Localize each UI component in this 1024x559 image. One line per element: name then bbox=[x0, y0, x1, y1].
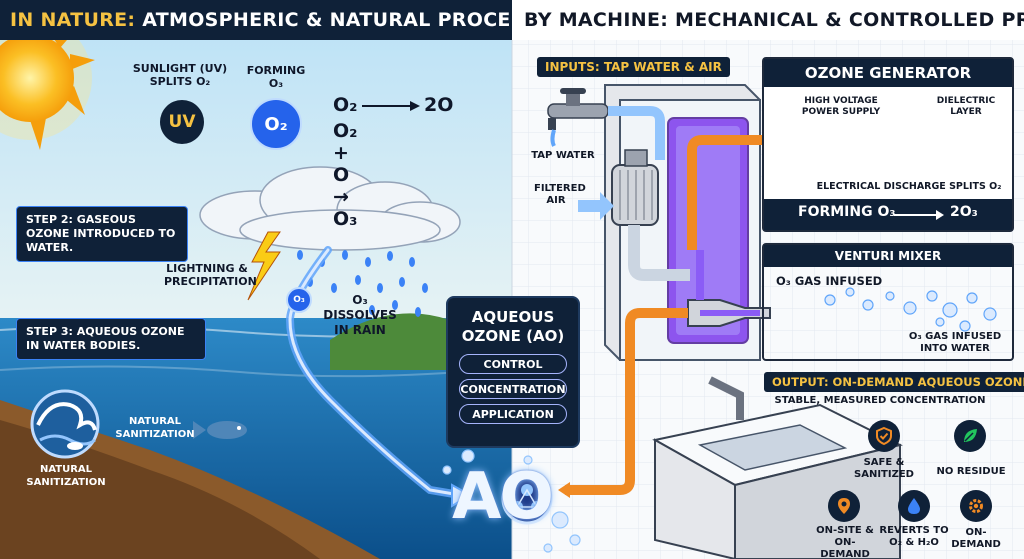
ao-title-line1: AQUEOUS bbox=[471, 308, 555, 326]
shield-check-icon bbox=[868, 420, 900, 452]
feature-reverts-label: REVERTS TO O₂ & H₂O bbox=[879, 525, 949, 548]
left-header-accent: IN NATURE: bbox=[10, 9, 136, 31]
forming-o3-left: FORMING O₃ bbox=[798, 204, 896, 220]
lightning-label: LIGHTNING & PRECIPITATION bbox=[164, 262, 257, 288]
filter-icon bbox=[611, 149, 659, 226]
sunlight-label-line2: SPLITS O₂ bbox=[149, 75, 211, 88]
dissolves-label: O₃ DISSOLVES IN RAIN bbox=[323, 293, 397, 337]
feature-no-residue-label: NO RESIDUE bbox=[936, 466, 1006, 477]
uv-symbol: UV bbox=[160, 100, 204, 144]
ao-title-line2: OZONE (AO) bbox=[461, 327, 565, 345]
sink bbox=[652, 376, 903, 559]
output-badge: OUTPUT: ON-DEMAND AQUEOUS OZONE bbox=[764, 372, 1024, 392]
forming-o3-right: 2O₃ bbox=[950, 204, 978, 220]
fish-icon bbox=[193, 421, 247, 439]
o3-into-water-label: O₃ GAS INFUSED INTO WATER bbox=[908, 331, 1002, 354]
o2-symbol: O₂ bbox=[250, 98, 302, 150]
forming-arrow-icon bbox=[894, 210, 944, 220]
lightning-bolt bbox=[247, 231, 281, 301]
forming-strip bbox=[764, 199, 1012, 230]
storm-cloud bbox=[199, 166, 461, 251]
water-drop-icon bbox=[898, 490, 930, 522]
ozone-generator-panel: OZONE GENERATOR HIGH VOLTAGE POWER SUPPL… bbox=[762, 57, 1014, 232]
bubbles bbox=[824, 287, 997, 332]
discharge-label: ELECTRICAL DISCHARGE SPLITS O₂ bbox=[816, 181, 1002, 192]
fish-sanitization-label: NATURAL SANITIZATION bbox=[115, 416, 195, 440]
forming-label-line1: FORMING bbox=[246, 64, 306, 77]
step2-box: STEP 2: GASEOUS OZONE INTRODUCED TO WATE… bbox=[16, 206, 188, 262]
formula-split-left: O₂ bbox=[333, 94, 358, 116]
inputs-badge: INPUTS: TAP WATER & AIR bbox=[537, 57, 730, 77]
gear-icon bbox=[960, 490, 992, 522]
ao-pill-concentration: CONCENTRATION bbox=[459, 379, 567, 399]
feature-safe-label: SAFE & SANITIZED bbox=[854, 457, 914, 480]
big-ao-label: AO bbox=[452, 460, 554, 534]
sunlight-label: SUNLIGHT (UV)SPLITS O₂ bbox=[130, 62, 230, 88]
left-header-text: ATMOSPHERIC & NATURAL PROCESS bbox=[135, 9, 538, 31]
leaf-icon bbox=[954, 420, 986, 452]
wave-circle-icon bbox=[30, 389, 100, 459]
hv-supply-label: HIGH VOLTAGE POWER SUPPLY bbox=[801, 96, 881, 117]
ozone-generator-title: OZONE GENERATOR bbox=[764, 59, 1012, 87]
ao-pill-control: CONTROL bbox=[459, 354, 567, 374]
formula-split-right: 2O bbox=[424, 94, 454, 116]
right-header: BY MACHINE: MECHANICAL & CONTROLLED PROC… bbox=[512, 0, 1024, 40]
formula-arrow-icon bbox=[362, 101, 420, 111]
output-subtitle: STABLE, MEASURED CONCENTRATION bbox=[774, 395, 986, 406]
wave-sanitization-label: NATURAL SANITIZATION bbox=[26, 464, 106, 488]
feature-ondemand-label: ON-DEMAND bbox=[951, 527, 1001, 550]
venturi-mixer-title: VENTURI MIXER bbox=[764, 245, 1012, 267]
tap-water-label: TAP WATER bbox=[531, 150, 595, 161]
venturi-mixer-panel: VENTURI MIXER O₃ GAS INFUSED O₃ GAS INFU… bbox=[762, 243, 1014, 361]
dielectric-label: DIELECTRIC LAYER bbox=[936, 96, 996, 117]
o3-gas-infused-label: O₃ GAS INFUSED bbox=[776, 274, 883, 288]
location-pin-icon bbox=[828, 490, 860, 522]
ao-molecule-icon bbox=[501, 473, 553, 525]
formula-combine: O₂ + O → O₃ bbox=[333, 120, 358, 230]
feature-onsite-label: ON-SITE & ON-DEMAND bbox=[816, 525, 874, 559]
venturi-pipe bbox=[687, 299, 771, 327]
ao-pill-application: APPLICATION bbox=[459, 404, 567, 424]
step3-box: STEP 3: AQUEOUS OZONE IN WATER BODIES. bbox=[16, 318, 206, 360]
tap-icon bbox=[547, 88, 609, 147]
filtered-air-label: FILTERED AIR bbox=[534, 183, 586, 206]
forming-label-line2: O₃ bbox=[268, 77, 284, 90]
sunlight-label-line1: SUNLIGHT (UV) bbox=[132, 62, 228, 75]
o3-drop: O₃ bbox=[286, 287, 312, 313]
left-header: IN NATURE: ATMOSPHERIC & NATURAL PROCESS bbox=[0, 0, 538, 40]
